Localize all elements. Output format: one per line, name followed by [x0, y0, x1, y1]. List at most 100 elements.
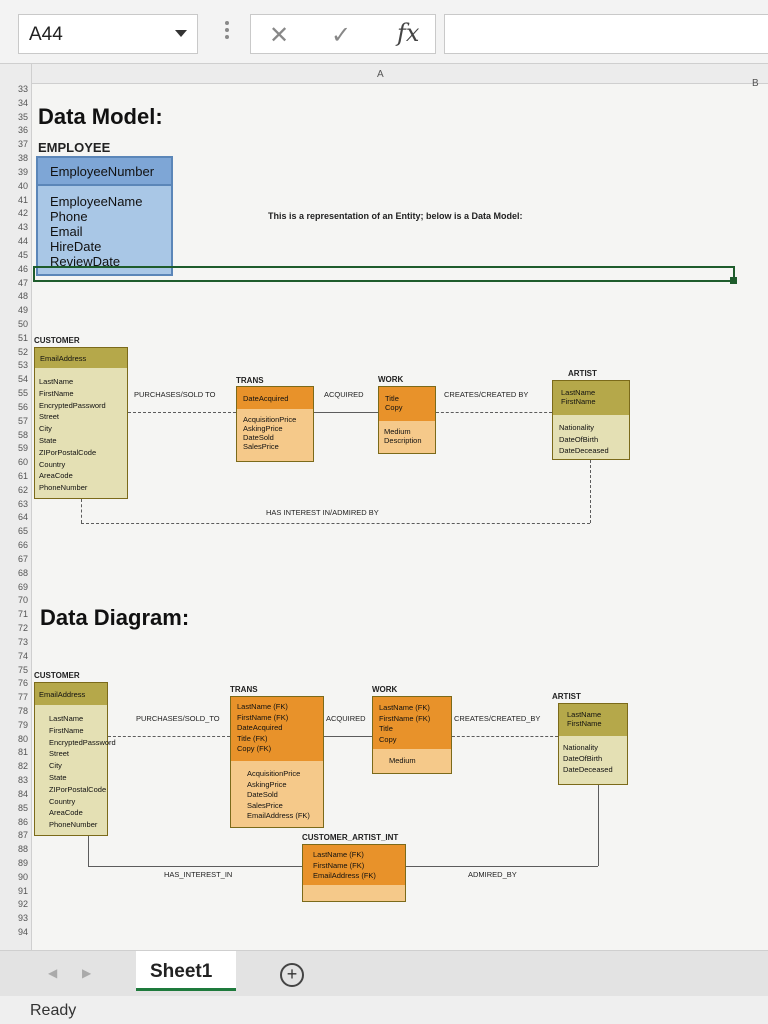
row-header[interactable]: 48 [17, 291, 28, 302]
row-header[interactable]: 80 [17, 733, 28, 744]
row-header[interactable]: 59 [17, 443, 28, 454]
employee-title: EMPLOYEE [38, 140, 111, 155]
column-header-a[interactable]: A [377, 69, 384, 80]
row-header[interactable]: 41 [17, 194, 28, 205]
attribute: Nationality [559, 423, 595, 432]
row-header[interactable]: 36 [17, 125, 28, 136]
attribute: SalesPrice [247, 800, 283, 810]
row-header[interactable]: 82 [17, 761, 28, 772]
selected-cell-range[interactable] [33, 266, 737, 284]
row-header[interactable]: 52 [17, 346, 28, 357]
row-header[interactable]: 61 [17, 471, 28, 481]
row-header[interactable]: 38 [17, 153, 28, 164]
row-header[interactable]: 74 [17, 650, 28, 661]
row-header[interactable]: 49 [17, 305, 28, 316]
row-header[interactable]: 91 [17, 885, 28, 896]
employee-entity: EmployeeNumber EmployeeName Phone Email … [36, 156, 173, 276]
row-header[interactable]: 77 [17, 692, 28, 703]
status-bar: Ready [0, 996, 768, 1024]
row-header[interactable]: 53 [17, 360, 28, 371]
row-header[interactable]: 64 [17, 512, 28, 523]
row-header[interactable]: 45 [17, 249, 28, 260]
insert-function-icon[interactable]: fx [397, 19, 420, 47]
enter-icon[interactable]: ✓ [331, 22, 352, 49]
row-header[interactable]: 65 [17, 526, 28, 537]
diagram-connector-creates [452, 736, 558, 737]
row-header[interactable]: 94 [17, 927, 28, 938]
row-header[interactable]: 46 [17, 263, 28, 274]
row-header[interactable]: 87 [17, 830, 28, 841]
cancel-icon[interactable]: ✕ [269, 22, 290, 49]
row-header[interactable]: 68 [17, 567, 28, 578]
more-options-icon[interactable] [224, 18, 230, 46]
row-header[interactable]: 62 [17, 484, 28, 495]
row-header[interactable]: 89 [17, 858, 28, 868]
row-header[interactable]: 63 [17, 498, 28, 509]
diagram-rel-creates-label: CREATES/CREATED_BY [454, 714, 541, 723]
sheet-tab-sheet1[interactable]: Sheet1 [136, 951, 236, 991]
row-header[interactable]: 66 [17, 540, 28, 551]
row-header[interactable]: 81 [17, 747, 28, 758]
row-header[interactable]: 40 [17, 180, 28, 191]
row-header[interactable]: 69 [17, 581, 28, 592]
attribute: PhoneNumber [39, 483, 88, 493]
column-header-b[interactable]: B [752, 78, 759, 89]
row-header[interactable]: 43 [17, 222, 28, 233]
row-header[interactable]: 47 [17, 277, 28, 288]
row-header[interactable]: 71 [17, 609, 28, 620]
row-header[interactable]: 72 [17, 623, 28, 634]
row-header[interactable]: 93 [17, 913, 28, 924]
scroll-right-icon[interactable]: ▶ [82, 966, 92, 980]
row-header[interactable]: 58 [17, 429, 28, 440]
data-model-heading: Data Model: [38, 104, 163, 129]
row-header[interactable]: 44 [17, 236, 28, 247]
row-header[interactable]: 73 [17, 636, 28, 647]
rel-acquired-label: ACQUIRED [324, 390, 364, 399]
row-header[interactable]: 33 [17, 84, 28, 94]
row-header[interactable]: 37 [17, 139, 28, 150]
formula-input[interactable] [444, 14, 768, 54]
row-header[interactable]: 34 [17, 97, 28, 108]
attribute-section [303, 885, 405, 901]
row-header[interactable]: 90 [17, 871, 28, 882]
row-header[interactable]: 86 [17, 816, 28, 827]
add-sheet-icon[interactable]: + [280, 963, 304, 987]
row-header[interactable]: 88 [17, 844, 28, 855]
row-header[interactable]: 67 [17, 553, 28, 564]
chevron-down-icon[interactable] [175, 30, 187, 37]
row-header[interactable]: 55 [17, 388, 28, 399]
key-field: LastName (FK) [379, 703, 430, 712]
connector-purchases [128, 412, 236, 413]
attribute: DateOfBirth [559, 434, 599, 444]
row-header[interactable]: 75 [17, 664, 28, 675]
row-header[interactable]: 85 [17, 802, 28, 813]
worksheet-grid[interactable]: A B 33 34 35 36 37 38 39 40 41 42 43 44 45 46 47 48 49 50… [0, 64, 768, 950]
row-header[interactable]: 60 [17, 457, 28, 468]
row-header[interactable]: 83 [17, 775, 28, 786]
attribute: Street [39, 412, 60, 422]
row-header[interactable]: 56 [17, 401, 28, 412]
row-header[interactable]: 79 [17, 719, 28, 730]
key-section: LastName (FK) FirstName (FK) EmailAddres… [303, 845, 405, 885]
row-header[interactable]: 39 [17, 166, 28, 177]
row-header[interactable]: 70 [17, 595, 28, 606]
row-header[interactable]: 57 [17, 415, 28, 426]
row-header[interactable]: 54 [17, 374, 28, 385]
model-trans-title: TRANS [236, 376, 264, 385]
attribute: DateDeceased [563, 765, 613, 774]
row-header[interactable]: 76 [17, 678, 28, 689]
row-header[interactable]: 50 [17, 318, 28, 329]
row-header[interactable]: 84 [17, 788, 28, 799]
name-box[interactable]: A44 [18, 14, 198, 54]
row-header[interactable]: 92 [17, 899, 28, 910]
diagram-customer-title: CUSTOMER [34, 671, 80, 680]
row-header[interactable]: 42 [17, 208, 28, 219]
row-header[interactable]: 51 [17, 332, 28, 343]
fill-handle[interactable] [730, 277, 737, 284]
scroll-left-icon[interactable]: ◀ [48, 966, 58, 980]
row-header[interactable]: 35 [17, 111, 28, 122]
key-field: Title [385, 394, 399, 403]
connector-interest-left [81, 499, 82, 523]
attribute: Email [50, 224, 83, 239]
row-header[interactable]: 78 [17, 705, 28, 716]
